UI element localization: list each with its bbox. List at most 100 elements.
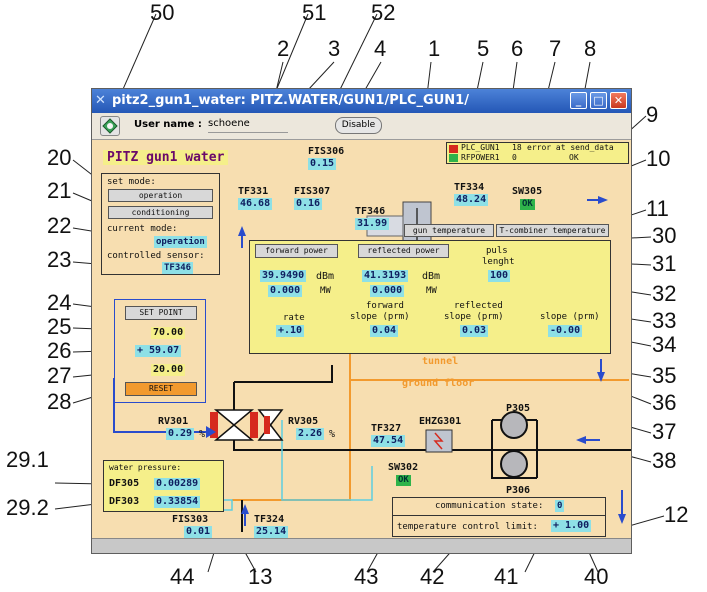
plc-status-led [449,145,458,153]
plc-status-table: PLC_GUN1 18 error at send_data RFPOWER1 … [446,142,629,164]
title-bar[interactable]: ✕ pitz2_gun1_water: PITZ.WATER/GUN1/PLC_… [92,89,631,113]
df305-label: DF305 [109,478,140,489]
tf331-label: TF331 [238,186,269,197]
setpoint-value-3[interactable]: 20.00 [151,364,186,376]
reflected-power-button[interactable]: reflected power [358,244,449,258]
callout-34: 34 [652,332,677,357]
disable-button[interactable]: Disable [335,117,382,134]
tf331-value: 46.68 [238,198,273,210]
water-pressure-panel: water pressure: DF305 0.00289 DF303 0.33… [103,460,224,512]
tf334-label: TF334 [454,182,485,193]
user-name-field[interactable]: schoene [208,118,288,133]
callout-41: 41 [494,564,519,589]
callout-13: 13 [248,564,273,589]
df303-value: 0.33854 [154,496,201,508]
rf-power-panel: forward power reflected power puls lengh… [249,240,611,354]
minimize-button[interactable]: _ [570,92,587,109]
forward-dbm-unit: dBm [316,271,335,282]
app-window: ✕ pitz2_gun1_water: PITZ.WATER/GUN1/PLC_… [91,88,632,554]
refresh-icon[interactable] [100,116,120,136]
callout-23: 23 [47,247,72,272]
fis306-label: FIS306 [308,146,345,157]
callout-27: 27 [47,363,72,388]
callout-7: 7 [549,36,562,61]
callout-3: 3 [328,36,341,61]
communication-panel: communication state: 0 temperature contr… [392,497,606,537]
conditioning-button[interactable]: conditioning [108,206,213,219]
fis303-label: FIS303 [172,514,209,525]
fis307-value: 0.16 [294,198,323,210]
reflected-slope-label-2: slope (prm) [444,312,504,322]
plc-row-code: 0 [512,153,517,162]
reflected-mw-unit: MW [426,286,437,296]
rv305-label: RV305 [288,416,319,427]
callout-25: 25 [47,314,72,339]
rate-value[interactable]: +.10 [276,325,305,337]
divider [393,515,605,516]
callout-30: 30 [652,223,677,248]
maximize-button[interactable]: □ [590,92,607,109]
forward-slope-value: 0.04 [370,325,399,337]
callout-26: 26 [47,338,72,363]
water-pressure-label: water pressure: [109,463,182,472]
tf346-label: TF346 [355,206,386,217]
x-app-icon: ✕ [95,93,106,108]
setpoint-value-2[interactable]: + 59.07 [135,345,182,357]
set-point-button[interactable]: SET POINT [125,306,197,320]
tf334-value: 48.24 [454,194,489,206]
reflected-mw-value: 0.000 [370,285,405,297]
callout-4: 4 [374,36,387,61]
plc-row-name: RFPOWER1 [461,153,500,162]
callout-36: 36 [652,390,677,415]
fis306-value: 0.15 [308,158,337,170]
forward-slope-label-2: slope (prm) [350,312,410,322]
callout-37: 37 [652,419,677,444]
rv305-unit: % [329,429,336,440]
callout-22: 22 [47,213,72,238]
fis307-label: FIS307 [294,186,331,197]
callout-12: 12 [664,502,689,527]
slope-value: -0.00 [548,325,583,337]
operation-button[interactable]: operation [108,189,213,202]
close-button[interactable]: ✕ [610,92,627,109]
setpoint-panel: SET POINT 70.00 + 59.07 20.00 RESET [114,299,206,403]
lenght-label: lenght [482,257,515,267]
callout-33: 33 [652,308,677,333]
callout-51: 51 [302,0,327,25]
callout-28: 28 [47,389,72,414]
tf324-value: 25.14 [254,526,289,538]
sw305-status: OK [520,199,535,210]
temperature-control-limit-value[interactable]: + 1.00 [551,520,592,532]
reflected-slope-value: 0.03 [460,325,489,337]
tcombiner-temperature-button[interactable]: T-combiner temperature [496,224,609,237]
rv301-label: RV301 [158,416,189,427]
p306-label: P306 [506,485,531,496]
gun-temperature-button[interactable]: gun temperature [404,224,494,237]
ground-floor-label: ground floor [402,378,475,389]
forward-power-button[interactable]: forward power [255,244,338,258]
current-mode-value: operation [154,236,207,248]
rv301-value: 0.29 [166,428,195,440]
reset-button[interactable]: RESET [125,382,197,396]
callout-9: 9 [646,102,659,127]
rate-label: rate [283,313,305,323]
window-title: pitz2_gun1_water: PITZ.WATER/GUN1/PLC_GU… [112,93,469,108]
tf327-label: TF327 [371,423,402,434]
callout-1: 1 [428,36,441,61]
slope-label: slope (prm) [540,312,600,322]
ehzg301-label: EHZG301 [419,416,462,427]
callout-40: 40 [584,564,609,589]
callout-35: 35 [652,363,677,388]
forward-slope-label: forward [366,301,404,311]
callout-2: 2 [277,36,290,61]
callout-11: 11 [646,196,669,221]
controlled-sensor-label: controlled sensor: [107,251,205,261]
callout-38: 38 [652,448,677,473]
fis303-value: 0.01 [184,526,213,538]
user-name-label: User name : [134,119,202,130]
df303-label: DF303 [109,496,140,507]
setpoint-value-1[interactable]: 70.00 [151,327,186,339]
puls-value: 100 [488,270,511,282]
callout-29-2: 29.2 [6,495,49,520]
callout-5: 5 [477,36,490,61]
